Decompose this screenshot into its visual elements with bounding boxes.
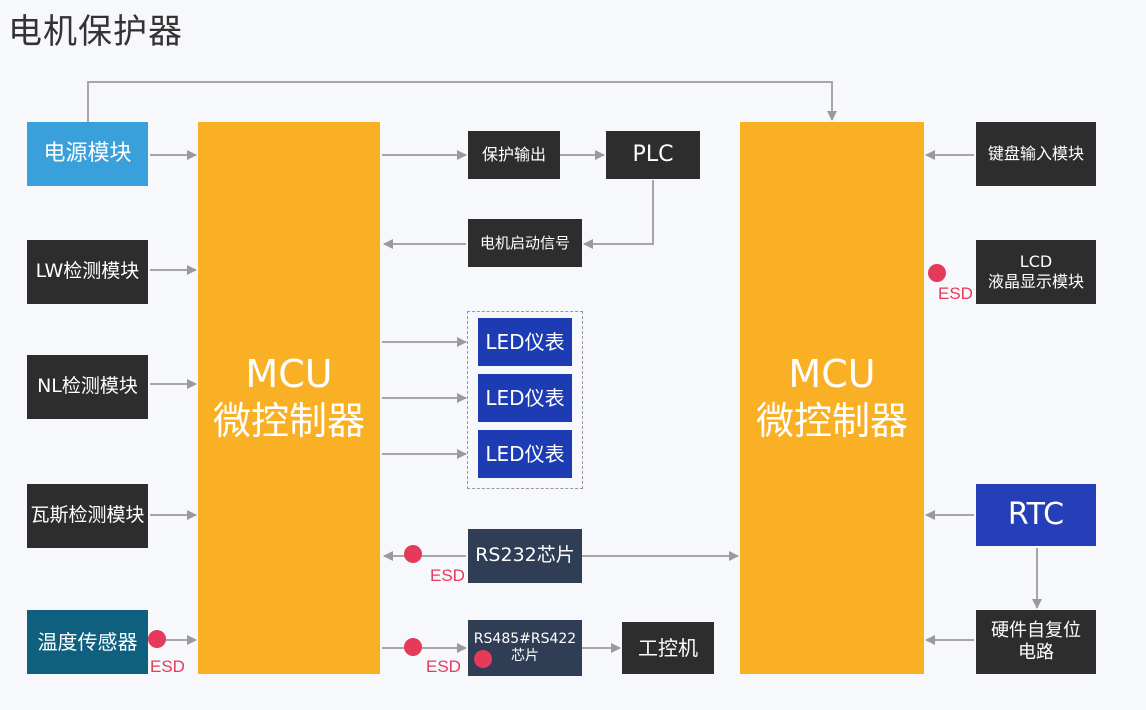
left-mcu-label: MCU <box>245 351 333 396</box>
right-mcu-label: MCU <box>788 351 876 396</box>
page-title: 电机保护器 <box>8 12 183 52</box>
rs485-sublabel: 芯片 <box>511 648 539 664</box>
esd-label-rs232: ESD <box>430 566 465 585</box>
lcd-display-module: LCD 液晶显示模块 <box>976 240 1096 304</box>
esd-label-temp: ESD <box>150 657 185 676</box>
rs485-label: RS485#RS422 <box>473 630 577 647</box>
temperature-sensor: 温度传感器 <box>27 610 148 674</box>
rs232-chip: RS232芯片 <box>468 529 582 583</box>
led-meter-3: LED仪表 <box>478 430 572 478</box>
esd-dot-lcd <box>928 264 946 282</box>
left-mcu: MCU 微控制器 <box>198 122 380 674</box>
protect-output-box: 保护输出 <box>468 131 560 179</box>
nl-detect-module: NL检测模块 <box>27 355 148 419</box>
plc-to-motor-arrow <box>583 180 654 249</box>
motor-start-signal-box: 电机启动信号 <box>468 219 582 267</box>
lw-detect-module: LW检测模块 <box>27 240 148 304</box>
led-meter-2: LED仪表 <box>478 374 572 422</box>
plc-box: PLC <box>606 131 700 179</box>
left-mcu-sublabel: 微控制器 <box>212 399 365 443</box>
led-meter-1: LED仪表 <box>478 318 572 366</box>
rtc-module: RTC <box>976 484 1096 546</box>
reset-sublabel: 电路 <box>1018 642 1054 663</box>
reset-label: 硬件自复位 <box>991 619 1081 641</box>
right-mcu: MCU 微控制器 <box>740 122 924 674</box>
esd-dot-rs485-chip <box>474 650 492 668</box>
esd-dot-rs485-line <box>404 638 422 656</box>
led-group-frame <box>467 311 583 489</box>
esd-dot-temp <box>148 630 166 648</box>
power-module: 电源模块 <box>27 122 148 186</box>
esd-label-lcd: ESD <box>938 284 973 303</box>
esd-label-rs485: ESD <box>426 657 461 676</box>
lcd-label: LCD <box>1019 252 1053 271</box>
gas-detect-module: 瓦斯检测模块 <box>27 484 148 548</box>
hardware-reset-circuit: 硬件自复位 电路 <box>976 610 1096 674</box>
power-to-right-mcu-arrow <box>87 81 837 122</box>
keyboard-input-module: 键盘输入模块 <box>976 122 1096 186</box>
right-mcu-sublabel: 微控制器 <box>755 399 908 443</box>
esd-dot-rs232 <box>404 545 422 563</box>
lcd-sublabel: 液晶显示模块 <box>987 272 1084 291</box>
industrial-pc: 工控机 <box>622 622 714 674</box>
